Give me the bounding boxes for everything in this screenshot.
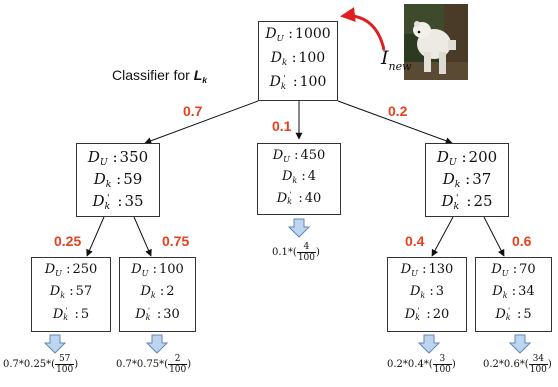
down-arrow-icon bbox=[146, 334, 168, 354]
node-value: 70 bbox=[519, 262, 536, 277]
node-value: 37 bbox=[472, 170, 492, 188]
edge-left-leftleft bbox=[86, 216, 105, 257]
edge-root-right bbox=[337, 100, 453, 145]
node-row-Dk_prime: Dk' :40 bbox=[276, 190, 322, 207]
node-row-Dk: Dk :100 bbox=[270, 50, 326, 69]
node-row-Dk: Dk :4 bbox=[281, 169, 317, 186]
node-row-Dk: Dk :3 bbox=[409, 284, 445, 301]
node-value: 30 bbox=[163, 306, 180, 322]
node-value: 5 bbox=[80, 306, 90, 322]
edge-weight-root-m: 0.1 bbox=[272, 118, 292, 134]
node-row-Dk_prime: Dk' :100 bbox=[269, 73, 327, 93]
edge-right-rightleft bbox=[431, 216, 454, 257]
node-value: 40 bbox=[304, 190, 322, 206]
node-row-Dk: Dk :2 bbox=[140, 284, 175, 301]
node-row-Dk_prime: Dk' :35 bbox=[92, 192, 144, 213]
node-row-DU: DU :1000 bbox=[265, 26, 331, 45]
node-value: 3 bbox=[435, 284, 445, 300]
node-row-Dk: Dk :59 bbox=[93, 170, 143, 191]
node-value: 1000 bbox=[295, 26, 331, 42]
down-arrow-icon bbox=[418, 334, 440, 354]
down-arrow-icon bbox=[288, 218, 310, 238]
polar-bear-image bbox=[404, 4, 468, 80]
classifier-label: Classifier for Lk bbox=[112, 67, 208, 86]
curved-red-arrow bbox=[340, 7, 386, 51]
node-row-Dk_prime: Dk' :25 bbox=[441, 192, 493, 213]
node-value: 59 bbox=[123, 170, 143, 188]
edge-weight-l-ll: 0.25 bbox=[54, 233, 82, 249]
edge-weight-r-rl: 0.4 bbox=[405, 233, 425, 249]
node-value: 350 bbox=[119, 148, 149, 166]
node-row-DU: DU :250 bbox=[44, 262, 98, 278]
node-value: 2 bbox=[166, 284, 175, 300]
node-value: 25 bbox=[473, 192, 493, 210]
tree-node-m: DU :450 Dk :4 Dk' :40 bbox=[257, 143, 341, 215]
node-row-DU: DU :450 bbox=[272, 148, 326, 164]
node-value: 57 bbox=[75, 284, 93, 300]
edge-root-left bbox=[144, 100, 259, 145]
edge-left-leftright bbox=[133, 216, 152, 257]
node-row-DU: DU :70 bbox=[491, 262, 536, 278]
edge-weight-root-l: 0.7 bbox=[183, 103, 203, 119]
classifier-var: L bbox=[193, 67, 203, 83]
edge-weight-r-rr: 0.6 bbox=[512, 233, 532, 249]
node-row-Dk_prime: Dk' :30 bbox=[135, 306, 180, 323]
node-row-Dk_prime: Dk' :5 bbox=[52, 306, 90, 323]
node-row-Dk: Dk :34 bbox=[492, 284, 535, 301]
node-value: 34 bbox=[518, 284, 535, 300]
node-value: 4 bbox=[307, 169, 317, 185]
node-value: 20 bbox=[432, 306, 450, 322]
node-value: 35 bbox=[124, 192, 144, 210]
node-value: 250 bbox=[72, 262, 98, 277]
edge-weight-root-r: 0.2 bbox=[388, 103, 408, 119]
edge-right-rightright bbox=[483, 216, 505, 257]
node-value: 200 bbox=[468, 148, 498, 166]
node-row-Dk: Dk :37 bbox=[442, 170, 492, 191]
node-row-DU: DU :350 bbox=[87, 148, 149, 169]
node-row-DU: DU :200 bbox=[436, 148, 498, 169]
node-row-Dk_prime: Dk' :5 bbox=[495, 306, 532, 323]
tree-node-lr: DU :100 Dk :2 Dk' :30 bbox=[119, 257, 196, 332]
node-value: 5 bbox=[523, 306, 532, 322]
edge-weight-l-lr: 0.75 bbox=[162, 233, 190, 249]
node-value: 100 bbox=[298, 50, 326, 66]
new-instance-label: Inew bbox=[381, 47, 412, 73]
node-value: 130 bbox=[428, 262, 454, 277]
tree-node-rl: DU :130 Dk :3 Dk' :20 bbox=[387, 257, 467, 332]
down-arrow-icon bbox=[44, 334, 66, 354]
node-value: 100 bbox=[158, 262, 184, 277]
node-row-DU: DU :130 bbox=[400, 262, 454, 278]
down-arrow-icon bbox=[509, 334, 531, 354]
node-row-DU: DU :100 bbox=[131, 262, 184, 278]
node-value: 450 bbox=[300, 148, 326, 163]
node-row-Dk_prime: Dk' :20 bbox=[404, 306, 450, 323]
node-row-Dk: Dk :57 bbox=[49, 284, 93, 301]
node-value: 100 bbox=[299, 74, 327, 90]
